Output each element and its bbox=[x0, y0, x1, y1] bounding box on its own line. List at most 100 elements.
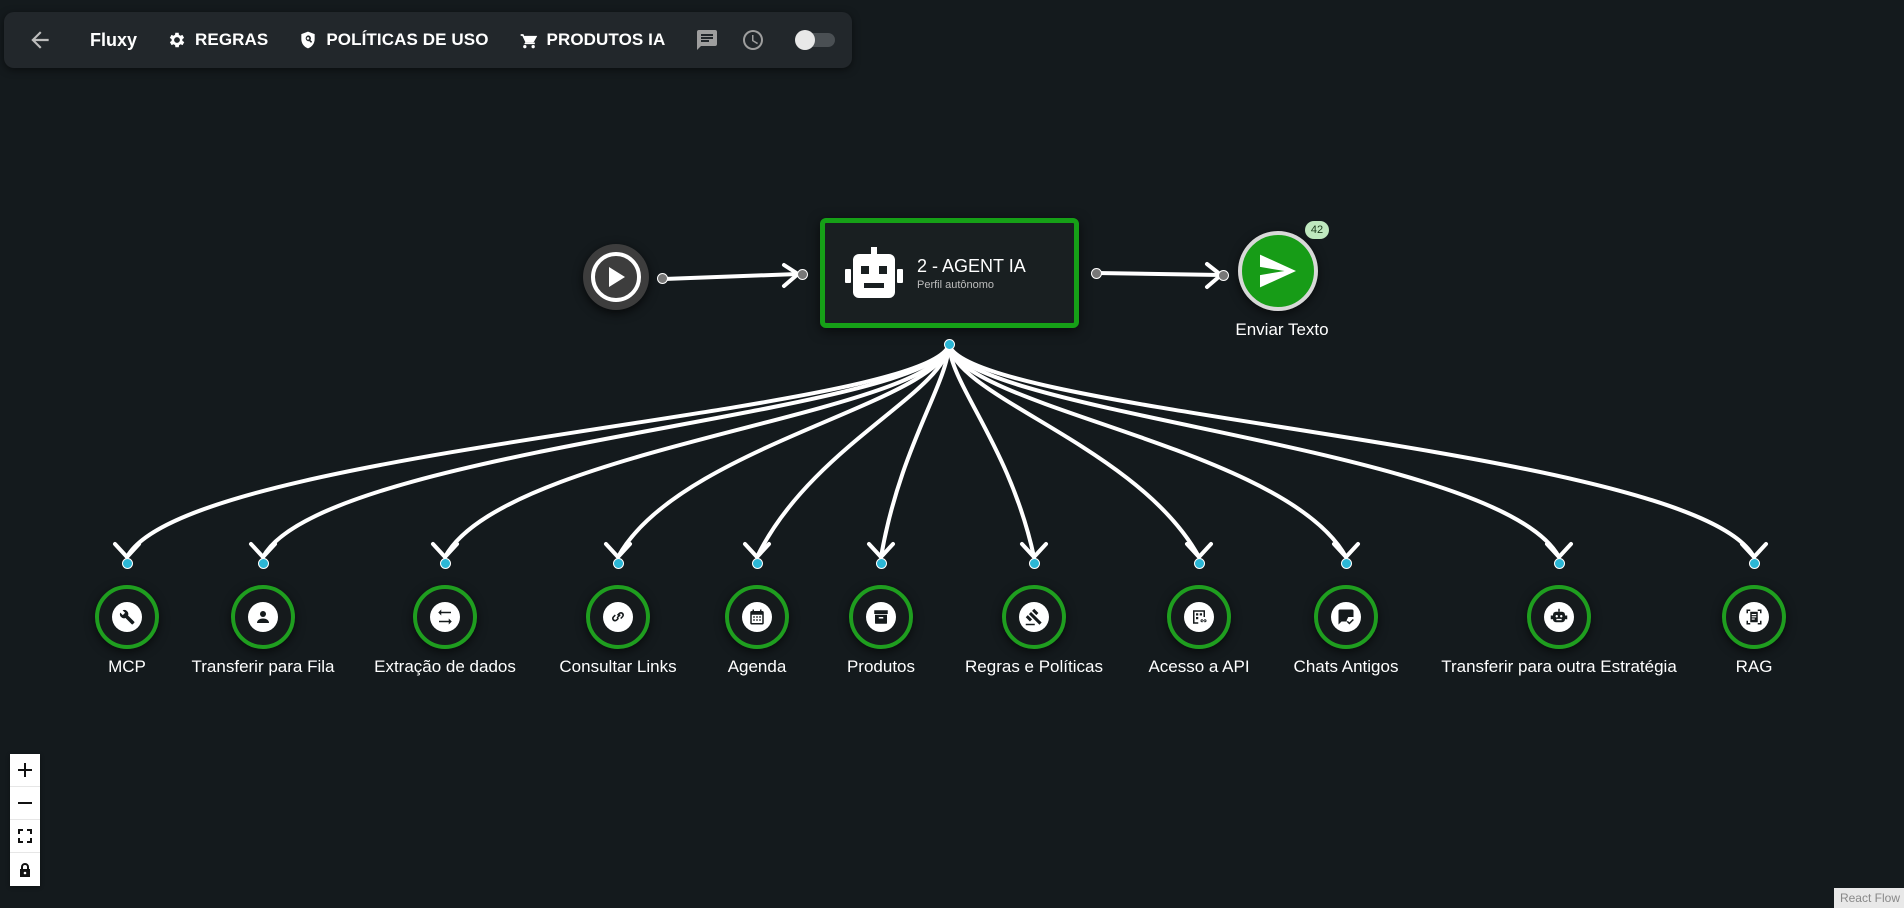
tool-label: Extração de dados bbox=[374, 657, 516, 676]
send-input-handle[interactable] bbox=[1218, 270, 1229, 281]
lock-button[interactable] bbox=[10, 853, 40, 886]
brand-link[interactable]: Fluxy bbox=[90, 29, 138, 50]
tool-input-handle[interactable] bbox=[875, 558, 887, 569]
edge-agent-tool bbox=[947, 343, 1561, 559]
zoom-out-button[interactable] bbox=[10, 787, 40, 820]
plus-icon bbox=[18, 763, 32, 777]
gear-icon bbox=[169, 32, 185, 48]
api-link-icon bbox=[1193, 610, 1207, 624]
tool-node[interactable] bbox=[1314, 585, 1378, 649]
tool-node[interactable] bbox=[586, 585, 650, 649]
fit-view-icon bbox=[18, 829, 32, 843]
tool-label: Regras e Políticas bbox=[965, 657, 1103, 676]
fit-view-button[interactable] bbox=[10, 820, 40, 853]
start-node[interactable] bbox=[583, 244, 649, 310]
tool-node[interactable] bbox=[1527, 585, 1591, 649]
agent-title: 2 - AGENT IA bbox=[917, 255, 1026, 276]
tool-label: Acesso a API bbox=[1148, 657, 1250, 676]
tool-label: MCP bbox=[108, 657, 146, 676]
tool-label: RAG bbox=[1735, 657, 1773, 676]
cart-icon bbox=[520, 34, 537, 49]
zoom-in-button[interactable] bbox=[10, 754, 40, 787]
send-text-node[interactable] bbox=[1238, 231, 1318, 311]
tool-input-handle[interactable] bbox=[257, 558, 269, 569]
edge-arrow bbox=[249, 542, 277, 559]
lock-icon bbox=[20, 862, 30, 877]
edge-agent-send bbox=[1095, 271, 1223, 277]
edge-agent-tool bbox=[947, 343, 1348, 559]
tool-input-handle[interactable] bbox=[439, 558, 451, 569]
tool-input-handle[interactable] bbox=[1553, 558, 1565, 569]
agent-output-handle[interactable] bbox=[1091, 268, 1102, 279]
edge-agent-tool bbox=[947, 343, 1756, 559]
tool-input-handle[interactable] bbox=[751, 558, 763, 569]
tool-label: Produtos bbox=[846, 657, 916, 676]
play-icon bbox=[609, 267, 625, 287]
edge-agent-tool bbox=[879, 343, 951, 559]
chat-check-icon bbox=[1338, 609, 1354, 625]
send-icon bbox=[1260, 254, 1296, 288]
tool-input-handle[interactable] bbox=[1340, 558, 1352, 569]
edge-agent-tool bbox=[443, 343, 951, 559]
tool-input-handle[interactable] bbox=[612, 558, 624, 569]
edge-start-agent bbox=[662, 272, 800, 281]
edge-arrow bbox=[1332, 542, 1360, 559]
tool-label: Agenda bbox=[727, 657, 787, 676]
edge-arrow bbox=[113, 542, 141, 559]
wrench-icon bbox=[119, 609, 135, 625]
back-arrow-icon[interactable] bbox=[24, 24, 56, 56]
edge-arrow bbox=[743, 542, 771, 559]
tool-node[interactable] bbox=[849, 585, 913, 649]
swap-arrows-icon bbox=[438, 609, 452, 625]
toolbar-item-politicas[interactable]: POLÍTICAS DE USO bbox=[298, 30, 488, 50]
toolbar-item-regras[interactable]: REGRAS bbox=[167, 30, 268, 50]
tool-node[interactable] bbox=[1002, 585, 1066, 649]
edge-arrow bbox=[1740, 542, 1768, 559]
chat-icon[interactable] bbox=[695, 28, 719, 52]
top-toolbar: Fluxy REGRAS POLÍTICAS DE USO PRODUTOS I… bbox=[4, 12, 852, 68]
edge-agent-tool bbox=[261, 343, 951, 559]
tool-label: Transferir para outra Estratégia bbox=[1441, 657, 1677, 676]
edge-arrow bbox=[604, 542, 632, 559]
minus-icon bbox=[18, 802, 32, 804]
tool-input-handle[interactable] bbox=[121, 558, 133, 569]
tool-node[interactable] bbox=[725, 585, 789, 649]
calendar-icon bbox=[750, 609, 764, 625]
agent-input-handle[interactable] bbox=[797, 269, 808, 280]
tool-node[interactable] bbox=[1722, 585, 1786, 649]
zoom-controls bbox=[10, 754, 40, 886]
robot-icon bbox=[845, 247, 903, 299]
tool-node[interactable] bbox=[413, 585, 477, 649]
edge-agent-tool bbox=[947, 343, 1201, 559]
tool-node[interactable] bbox=[231, 585, 295, 649]
tool-input-handle[interactable] bbox=[1028, 558, 1040, 569]
start-output-handle[interactable] bbox=[657, 273, 668, 284]
shield-search-icon bbox=[301, 31, 316, 49]
link-icon bbox=[612, 611, 624, 622]
robot-icon bbox=[1550, 608, 1568, 623]
person-icon bbox=[257, 611, 269, 623]
toolbar-item-produtos-ia[interactable]: PRODUTOS IA bbox=[519, 30, 666, 50]
send-count-badge: 42 bbox=[1305, 221, 1329, 239]
agent-node[interactable]: 2 - AGENT IA Perfil autônomo bbox=[820, 218, 1079, 328]
edge-arrow bbox=[867, 542, 895, 559]
clock-icon[interactable] bbox=[741, 28, 765, 52]
tool-input-handle[interactable] bbox=[1748, 558, 1760, 569]
tool-node[interactable] bbox=[1167, 585, 1231, 649]
react-flow-attribution[interactable]: React Flow bbox=[1833, 888, 1904, 908]
toolbar-item-label: PRODUTOS IA bbox=[546, 30, 666, 49]
edge-arrow bbox=[1185, 542, 1213, 559]
tool-input-handle[interactable] bbox=[1193, 558, 1205, 569]
tool-label: Consultar Links bbox=[559, 657, 677, 676]
archive-box-icon bbox=[874, 610, 888, 624]
tool-node[interactable] bbox=[95, 585, 159, 649]
edge-agent-tool bbox=[947, 343, 1036, 559]
toolbar-item-label: REGRAS bbox=[195, 30, 269, 49]
agent-tools-handle[interactable] bbox=[944, 339, 955, 350]
edge-agent-tool bbox=[125, 343, 951, 559]
document-scan-icon bbox=[1746, 609, 1762, 625]
mode-toggle[interactable] bbox=[795, 30, 836, 50]
gavel-icon bbox=[1025, 608, 1042, 626]
agent-subtitle: Perfil autônomo bbox=[917, 278, 995, 291]
